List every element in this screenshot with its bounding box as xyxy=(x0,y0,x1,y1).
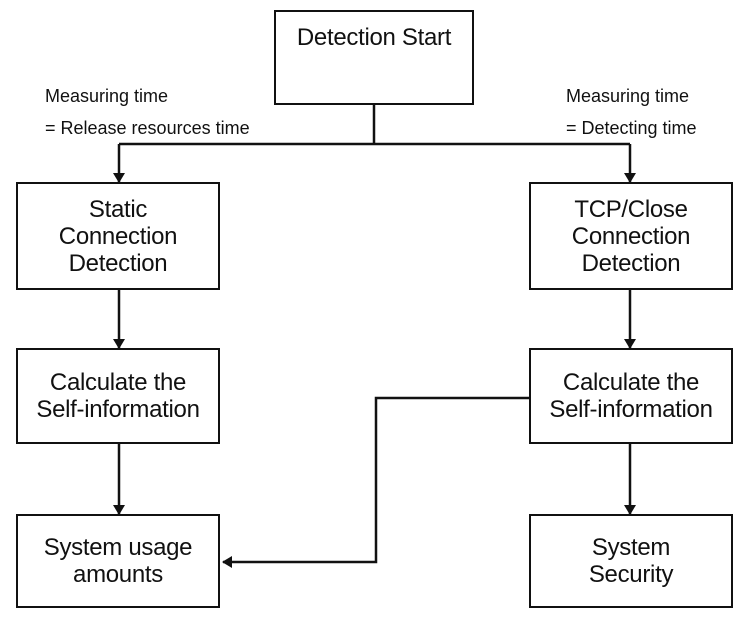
right-measuring-time-line2: = Detecting time xyxy=(566,118,697,138)
right-calculate-self-information-label: Calculate the Self-information xyxy=(549,369,713,423)
system-security-box: System Security xyxy=(529,514,733,608)
right-measuring-time-line1: Measuring time xyxy=(566,86,690,106)
left-measuring-time-line1: Measuring time xyxy=(45,86,169,106)
left-calculate-self-information-box: Calculate the Self-information xyxy=(16,348,220,444)
arrow-right-calc-to-usage xyxy=(222,396,529,568)
system-security-label: System Security xyxy=(588,534,674,588)
detection-start-box: Detection Start xyxy=(274,10,474,105)
left-calculate-self-information-label: Calculate the Self-information xyxy=(36,369,200,423)
system-usage-amounts-label: System usage amounts xyxy=(43,534,193,588)
tcp-close-connection-detection-label: TCP/Close Connection Detection xyxy=(571,195,691,277)
left-measuring-time-line2: = Release resources time xyxy=(45,118,250,138)
right-calculate-self-information-box: Calculate the Self-information xyxy=(529,348,733,444)
system-usage-amounts-box: System usage amounts xyxy=(16,514,220,608)
tcp-close-connection-detection-box: TCP/Close Connection Detection xyxy=(529,182,733,290)
static-connection-detection-label: Static Connection Detection xyxy=(58,195,178,277)
static-connection-detection-box: Static Connection Detection xyxy=(16,182,220,290)
detection-start-label: Detection Start xyxy=(296,24,452,51)
